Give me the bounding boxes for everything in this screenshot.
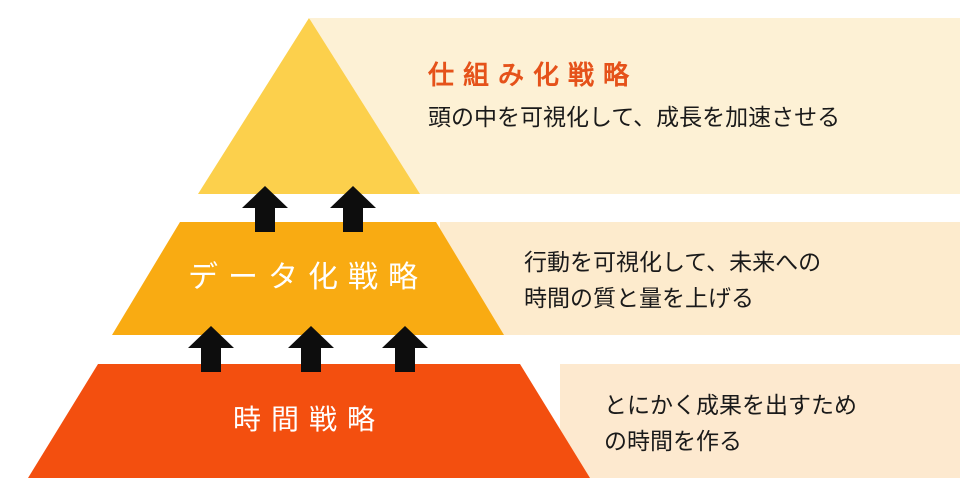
top-tier xyxy=(198,18,420,194)
top-tier-description: 仕組み化戦略 頭の中を可視化して、成長を加速させる xyxy=(428,56,840,136)
up-arrow-icon xyxy=(288,326,334,376)
middle-tier-description: 行動を可視化して、未来への 時間の質と量を上げる xyxy=(524,245,821,317)
middle-tier-band xyxy=(440,222,960,335)
up-arrow-icon xyxy=(188,326,234,376)
middle-tier-shape xyxy=(112,222,504,335)
middle-tier-text-line: 時間の質と量を上げる xyxy=(524,286,754,312)
bottom-tier-text-line: の時間を作る xyxy=(604,429,742,455)
bottom-tier-text-line: とにかく成果を出すため xyxy=(604,393,857,419)
middle-tier-label: データ化戦略 xyxy=(188,260,428,295)
top-tier-shape xyxy=(198,18,420,194)
top-tier-text-line: 頭の中を可視化して、成長を加速させる xyxy=(428,105,841,131)
bottom-tier-description: とにかく成果を出すため の時間を作る xyxy=(604,388,857,460)
top-tier-band xyxy=(310,18,960,194)
up-arrow-icon xyxy=(242,186,288,236)
bottom-tier-label: 時間戦略 xyxy=(232,403,385,436)
middle-tier: データ化戦略 xyxy=(112,222,504,335)
top-tier-title: 仕組み化戦略 xyxy=(428,61,639,91)
bottom-tier-band xyxy=(560,364,960,478)
bottom-tier-shape xyxy=(28,364,590,478)
up-arrow-icon xyxy=(330,186,376,236)
bottom-tier: 時間戦略 xyxy=(28,364,590,478)
up-arrow-icon xyxy=(382,326,428,376)
middle-tier-text-line: 行動を可視化して、未来への xyxy=(524,250,822,276)
